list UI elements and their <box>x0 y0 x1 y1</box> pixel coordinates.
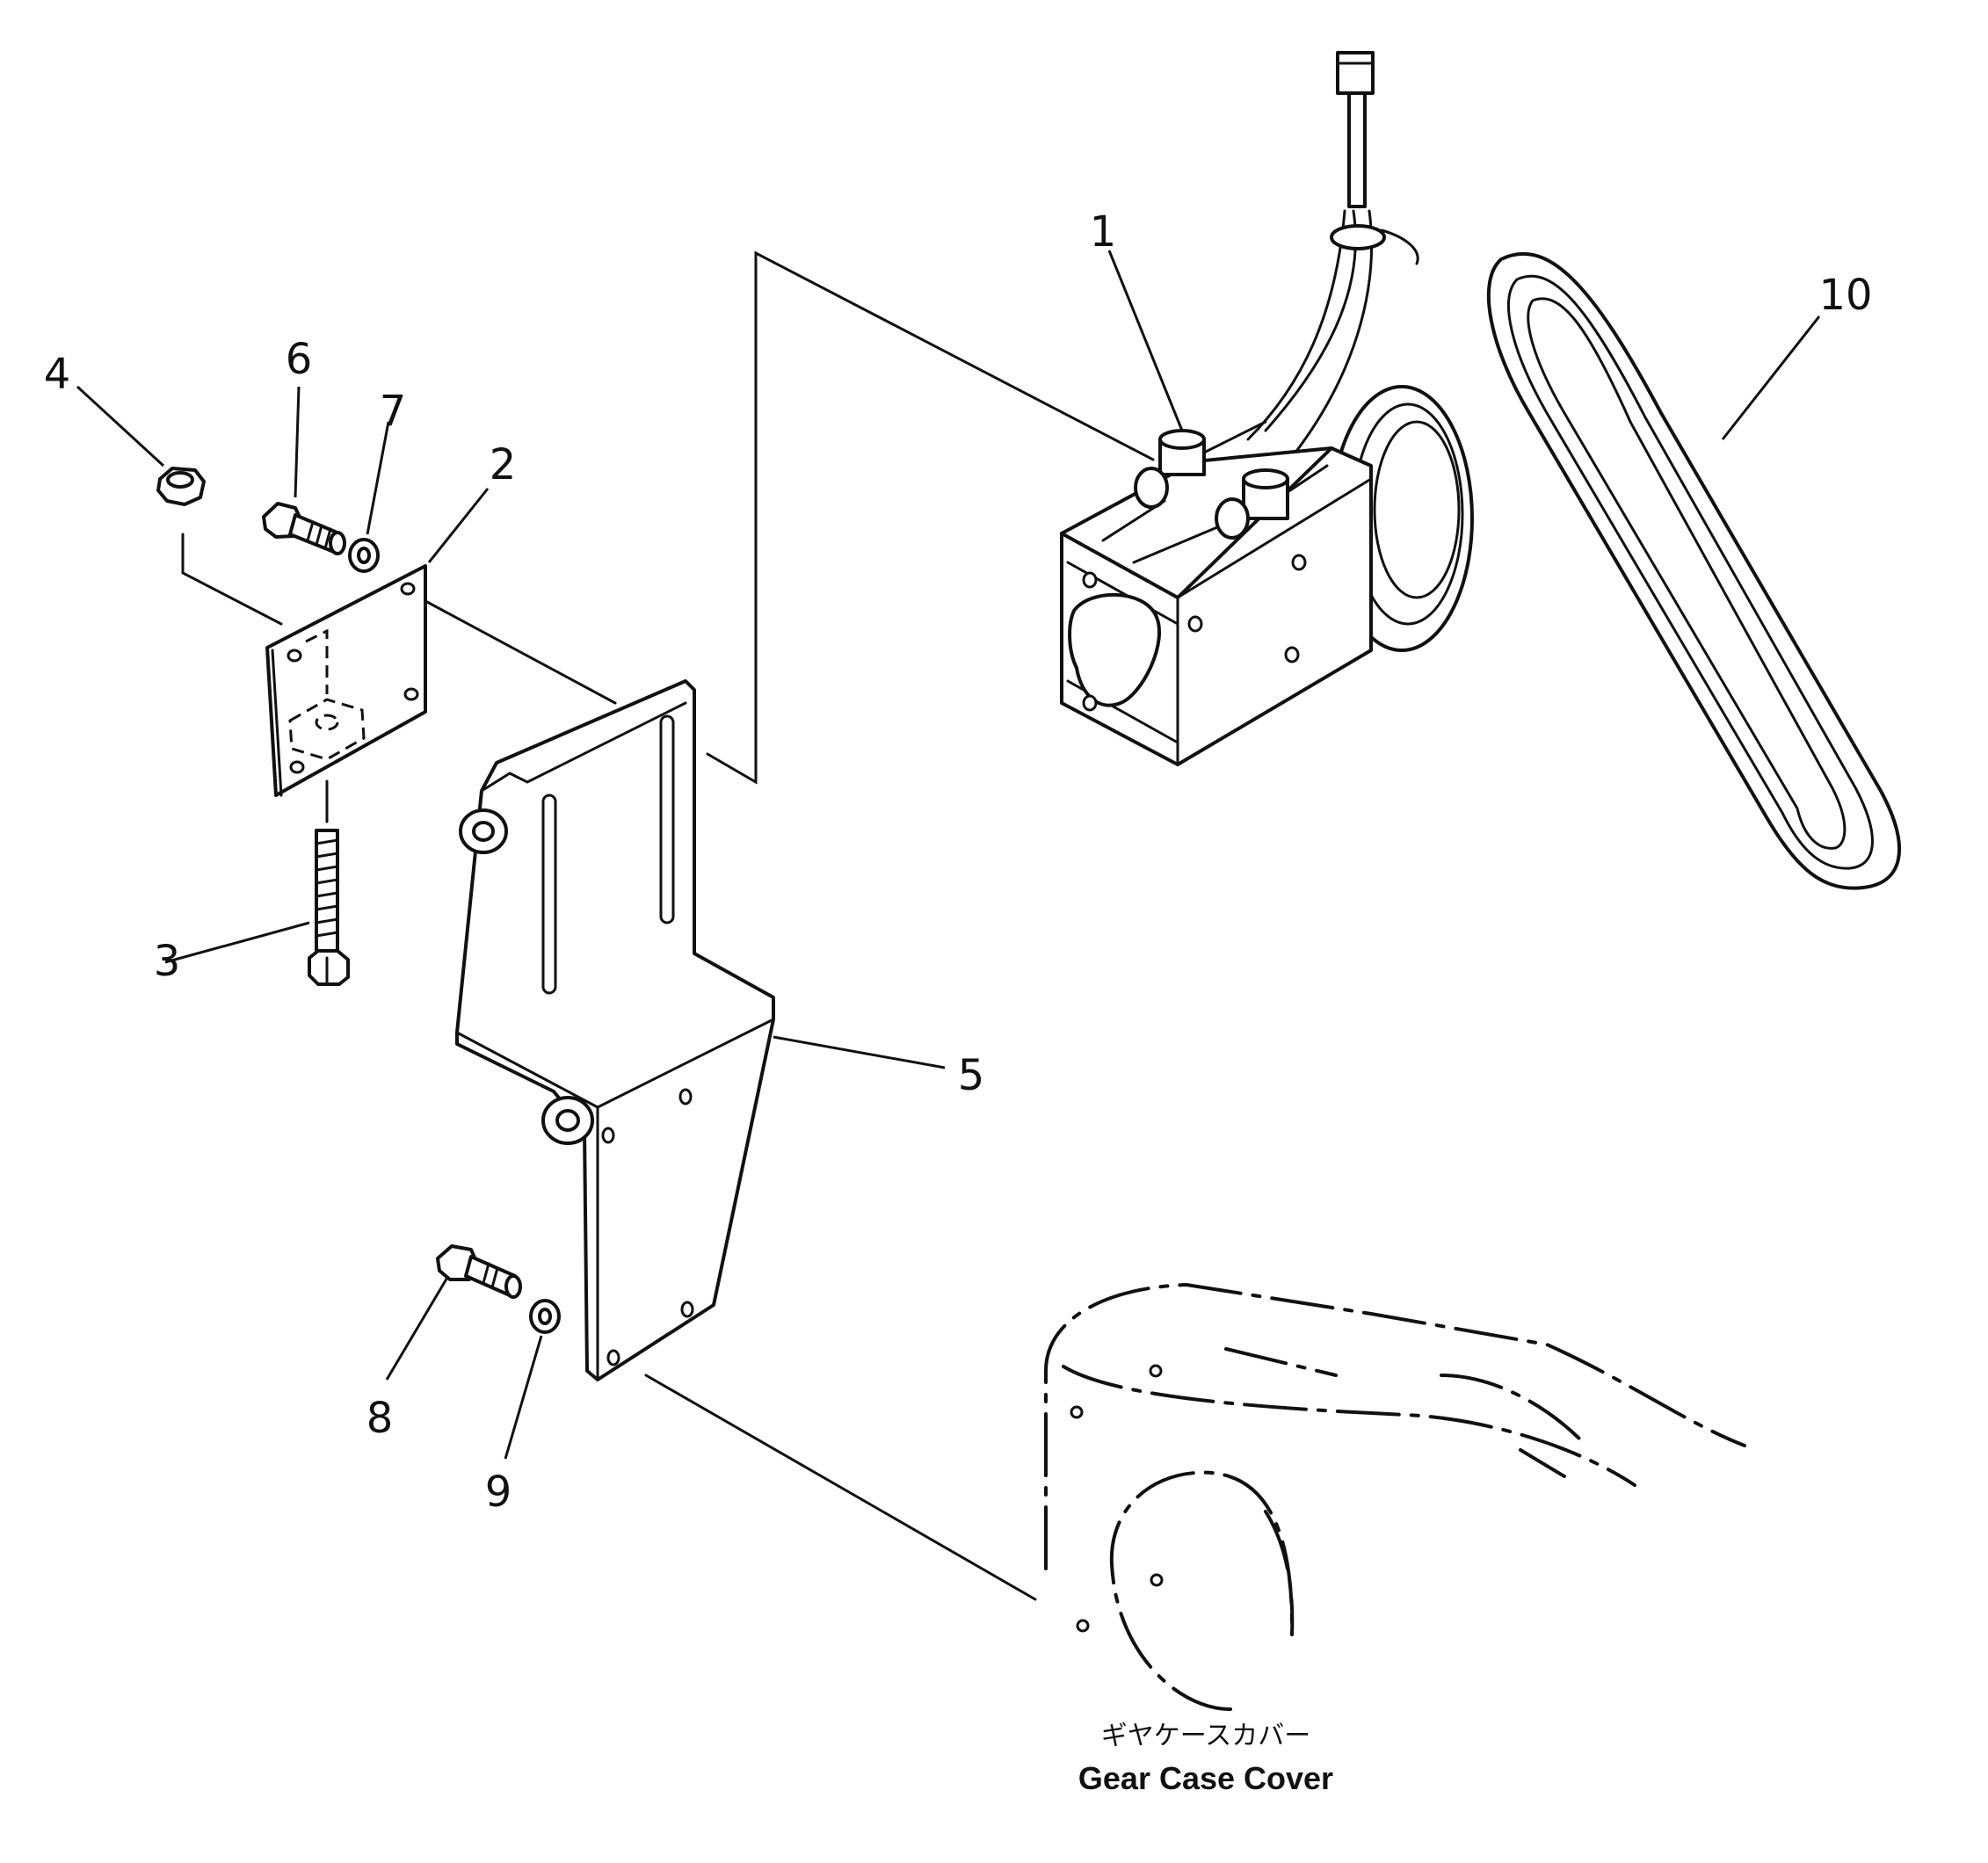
callout-1: 1 <box>1090 207 1117 257</box>
compressor-part-1 <box>1060 51 1474 766</box>
flange-bolt-part-8 <box>436 1244 522 1299</box>
washer-part-9 <box>529 1299 561 1334</box>
gear-case-cover-outline <box>1044 1282 1746 1711</box>
assembly-guide-lines <box>181 250 1155 1601</box>
callout-10: 10 <box>1818 271 1872 320</box>
callout-labels: 1 2 3 4 5 6 7 8 9 10 <box>44 207 1873 1517</box>
bracket-part-5 <box>455 679 775 1381</box>
callout-6: 6 <box>286 335 313 384</box>
leader-lines <box>76 250 1821 1460</box>
gear-case-cover-caption: ギヤケースカバー Gear Case Cover <box>1078 1721 1333 1796</box>
plate-part-2 <box>265 564 427 797</box>
callout-3: 3 <box>154 937 181 986</box>
flange-bolt-part-6 <box>262 502 346 555</box>
caption-english: Gear Case Cover <box>1078 1760 1333 1796</box>
caption-japanese: ギヤケースカバー <box>1101 1721 1311 1751</box>
callout-9: 9 <box>485 1468 512 1517</box>
callout-4: 4 <box>44 350 71 399</box>
callout-2: 2 <box>490 440 517 489</box>
callout-5: 5 <box>958 1051 985 1100</box>
hex-nut-part-4 <box>156 467 206 506</box>
v-belt-part-10 <box>1486 251 1901 890</box>
callout-7: 7 <box>380 387 407 436</box>
washer-part-7 <box>348 538 380 573</box>
callout-8: 8 <box>366 1394 394 1443</box>
bolt-part-3 <box>308 829 350 986</box>
